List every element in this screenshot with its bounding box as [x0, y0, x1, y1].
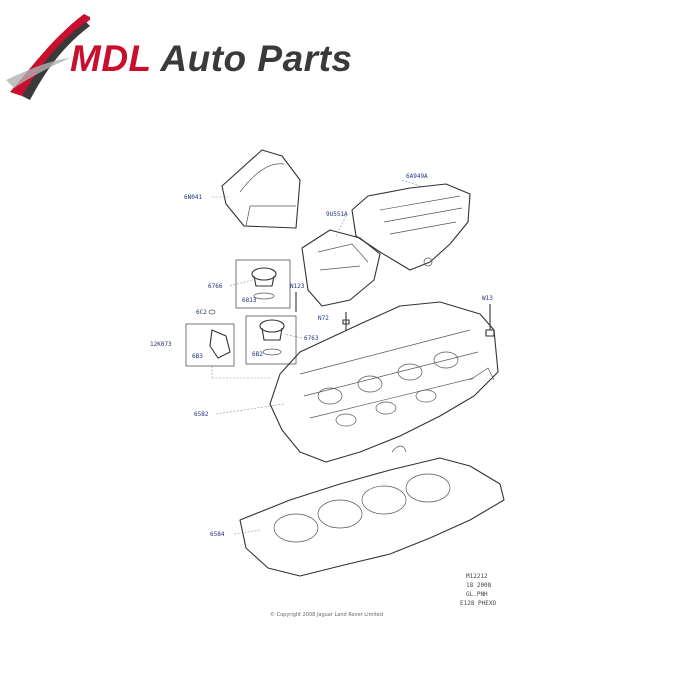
- breather-valve-part: [259, 319, 285, 356]
- callout-heat-shield: 9U551A: [326, 211, 348, 218]
- callout-cylinder-head-cover: 6582: [194, 411, 209, 418]
- leader-filler-cap: [229, 279, 253, 287]
- brand-name-part1: MDL: [70, 38, 151, 79]
- swoosh-logo-icon: [6, 14, 90, 100]
- sensor-part: [208, 309, 231, 359]
- callout-sensor-bolt: 6C2: [196, 309, 207, 316]
- callout-oil-filler-cap: 6766: [208, 283, 223, 290]
- leader-rocker-cover: [401, 179, 421, 187]
- callout-sensor-seal: 6B3: [192, 353, 203, 360]
- heat-shield-part: [301, 229, 381, 307]
- callout-breather-valve: 6763: [304, 335, 319, 342]
- reference-line-2: 18 2008: [466, 582, 492, 589]
- sensor-box: [185, 323, 235, 367]
- brand-logo: MDL Auto Parts: [0, 0, 360, 110]
- leader-heat-shield: [335, 215, 347, 237]
- oil-filler-cap-part: [251, 267, 277, 300]
- callout-rocker-cover-upper: 6A949A: [406, 173, 428, 180]
- callout-engine-cover: 6N041: [184, 194, 202, 201]
- engine-cover-part: [221, 149, 301, 229]
- reference-line-1: M12212: [466, 573, 488, 580]
- filler-cap-box: [235, 259, 291, 309]
- copyright-text: © Copyright 2008 Jaguar Land Rover Limit…: [270, 611, 383, 618]
- leader-gasket: [233, 529, 261, 535]
- callout-sensor: 12K073: [150, 341, 172, 348]
- breather-box: [245, 315, 297, 365]
- gasket-part: [239, 445, 505, 577]
- callout-filler-cap-seal: 6813: [242, 297, 257, 304]
- reference-line-3: GL.PNH: [466, 591, 488, 598]
- callout-bolt-far-right: W13: [482, 295, 493, 302]
- bolt-far-right-part: [485, 304, 495, 337]
- leader-breather: [283, 333, 303, 339]
- rocker-cover-upper-part: [351, 183, 471, 271]
- stud-part: [342, 312, 350, 330]
- brand-name-part2: Auto Parts: [160, 38, 353, 79]
- callout-breather-seal: 6B2: [252, 351, 263, 358]
- callout-gasket: 6584: [210, 531, 225, 538]
- leader-head-cover: [215, 403, 285, 415]
- brand-name: MDL Auto Parts: [70, 38, 352, 80]
- cylinder-head-cover-part: [269, 301, 499, 463]
- reference-line-4: E128 PHEXO: [460, 600, 497, 607]
- callout-stud: N72: [318, 315, 329, 322]
- callout-bolt-right: N123: [290, 283, 305, 290]
